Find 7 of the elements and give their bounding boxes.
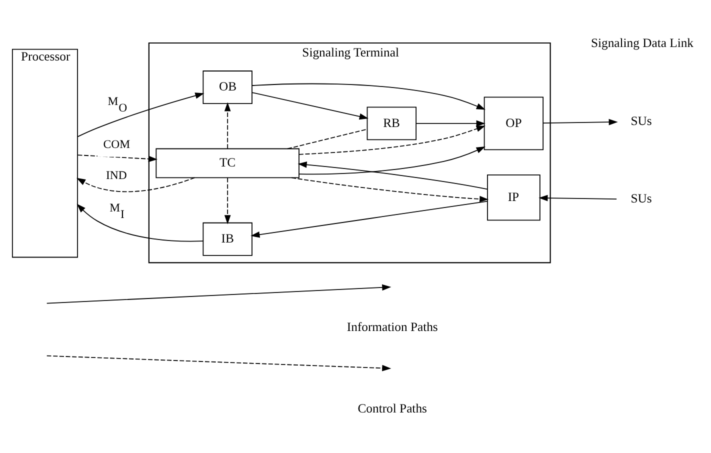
edge-label: COM (103, 138, 130, 152)
legend-label: Information Paths (346, 320, 438, 334)
legend-label: Control Paths (358, 401, 427, 416)
node-text: SUs (630, 192, 652, 206)
label: Signaling Data Link (590, 36, 694, 50)
node-text: SUs (630, 114, 652, 128)
edge-label: IND (106, 168, 127, 182)
